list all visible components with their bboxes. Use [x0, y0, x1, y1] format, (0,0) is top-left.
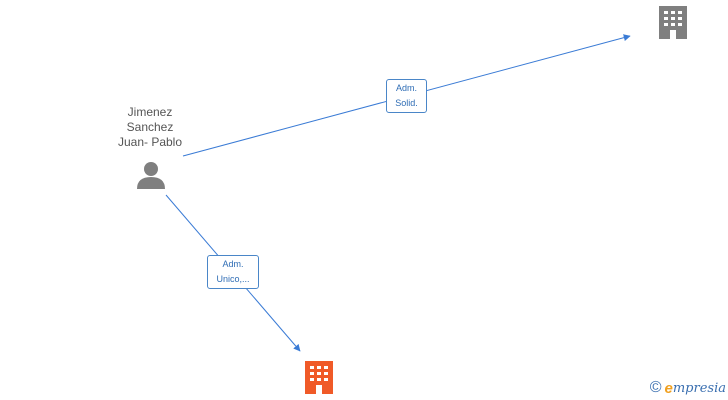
relation-label-line: Adm.	[395, 83, 417, 93]
brand-name: mpresia	[672, 380, 726, 396]
brand-logo-letter: e	[664, 379, 673, 397]
relation-label-line: Unico,...	[216, 274, 250, 284]
relation-label-adm-solid[interactable]: Adm. Solid.	[386, 79, 427, 113]
brand-watermark: © e mpresia	[650, 379, 726, 397]
relation-label-adm-unico[interactable]: Adm. Unico,...	[207, 255, 259, 289]
person-icon[interactable]	[136, 161, 166, 189]
building-icon[interactable]	[656, 5, 690, 39]
person-name-line: Sanchez	[126, 120, 174, 134]
building-icon[interactable]	[302, 360, 336, 394]
person-name-line: Juan- Pablo	[117, 135, 183, 149]
relation-label-line: Adm.	[222, 259, 244, 269]
copyright-symbol: ©	[649, 379, 662, 396]
person-name[interactable]: Jimenez Sanchez Juan- Pablo	[100, 105, 200, 150]
person-name-line: Jimenez	[127, 105, 173, 119]
relation-label-line: Solid.	[395, 98, 418, 108]
